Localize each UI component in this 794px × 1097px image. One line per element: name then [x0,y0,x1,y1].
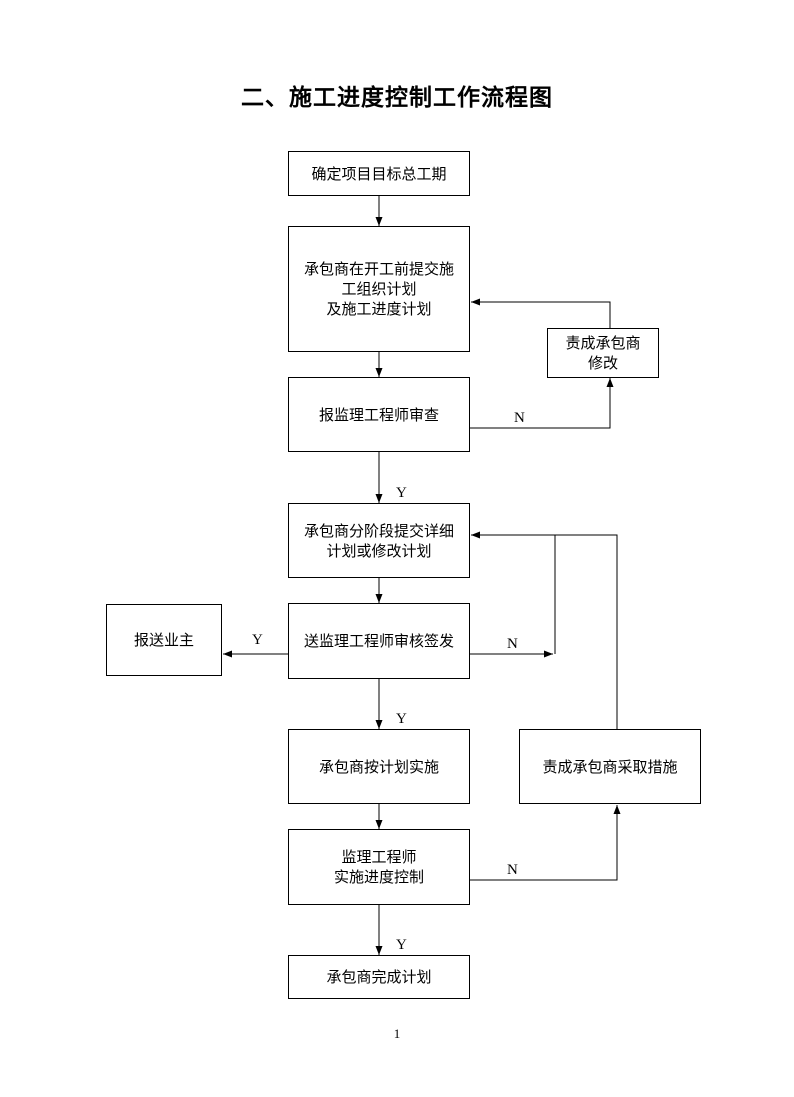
node-report-owner: 报送业主 [106,604,222,676]
node-progress-control: 监理工程师 实施进度控制 [288,829,470,905]
line-measures-to-detail [555,534,618,729]
node-submit-detail: 承包商分阶段提交详细 计划或修改计划 [288,503,470,578]
label-control-yes: Y [396,937,407,953]
label-sign-no: N [507,636,518,652]
page-title: 二、施工进度控制工作流程图 [241,85,553,111]
node-approve-sign: 送监理工程师审核签发 [288,603,470,679]
arrow-control-no-to-measures [470,805,621,881]
label-sign-yes: Y [252,632,263,648]
page-number: 1 [393,1026,401,1041]
label-review-yes: Y [396,485,407,501]
node-implement: 承包商按计划实施 [288,729,470,804]
node-contractor-revise: 责成承包商 修改 [547,328,659,378]
arrow-revise-to-plan [471,298,611,328]
label-sign-yes-down: Y [396,711,407,727]
node-submit-plan: 承包商在开工前提交施 工组织计划 及施工进度计划 [288,226,470,352]
node-determine-period: 确定项目目标总工期 [288,151,470,196]
label-control-no: N [507,862,518,878]
node-engineer-review: 报监理工程师审查 [288,377,470,452]
node-take-measures: 责成承包商采取措施 [519,729,701,804]
label-review-no: N [514,410,525,426]
node-complete: 承包商完成计划 [288,955,470,999]
arrow-review-no-to-revise [470,378,614,429]
